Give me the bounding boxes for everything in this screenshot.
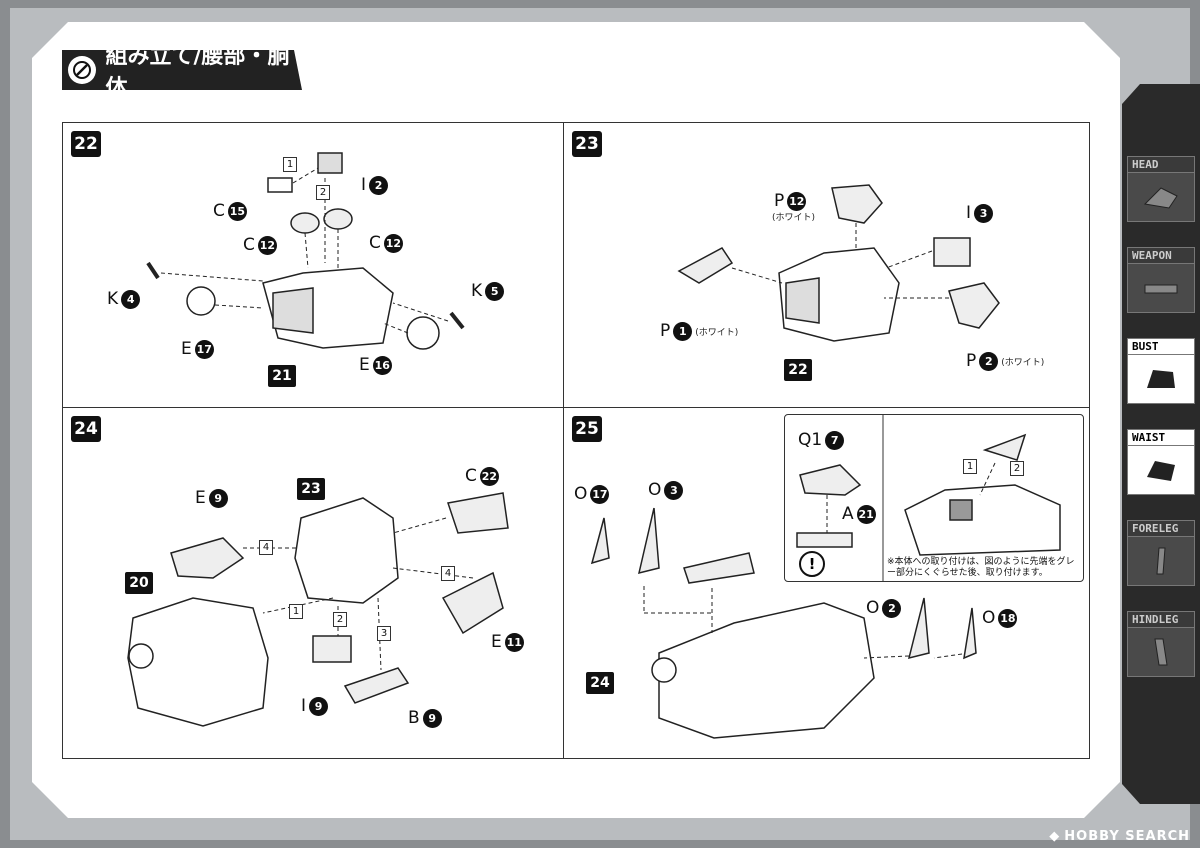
result-number: 24	[586, 672, 614, 694]
tab-label: FORELEG	[1127, 520, 1195, 537]
tab-bust[interactable]: BUST	[1127, 338, 1195, 404]
tab-label: BUST	[1127, 338, 1195, 355]
result-number: 22	[784, 359, 812, 381]
step-panel-25: 25	[563, 407, 1090, 759]
attachment-note: ※本体への取り付けは、図のように先端をグレー部分にくぐらせた後、取り付けます。	[887, 557, 1075, 578]
tab-label: WAIST	[1127, 429, 1195, 446]
footer-watermark: ◆ HOBBY SEARCH	[1049, 829, 1190, 844]
tab-waist[interactable]: WAIST	[1127, 429, 1195, 495]
tab-weapon[interactable]: WEAPON	[1127, 247, 1195, 313]
tab-foreleg[interactable]: FORELEG	[1127, 520, 1195, 586]
order-mark: 1	[289, 604, 303, 619]
order-mark: 1	[963, 459, 977, 474]
head-icon	[1127, 173, 1195, 222]
order-mark: 2	[316, 185, 330, 200]
step-number: 22	[71, 131, 101, 157]
tab-label: HINDLEG	[1127, 611, 1195, 628]
page-title-bar: 組み立て/腰部・胴体	[62, 50, 302, 90]
inset-diagram	[796, 415, 1061, 581]
step-22-diagram	[146, 152, 465, 350]
bust-icon	[1127, 355, 1195, 404]
step-25-diagram	[590, 507, 977, 739]
base-number: 23	[297, 478, 325, 500]
brand-text: HOBBY SEARCH	[1064, 829, 1190, 844]
warning-icon: !	[799, 551, 825, 577]
order-mark: 3	[377, 626, 391, 641]
step-number: 23	[572, 131, 602, 157]
detail-inset: 1 2 ! ※本体への取り付けは、図のように先端をグレー部分にくぐらせた後、取り…	[784, 414, 1084, 582]
hindleg-icon	[1127, 628, 1195, 677]
waist-icon	[1127, 446, 1195, 495]
order-mark: 4	[259, 540, 273, 555]
step-number: 24	[71, 416, 101, 442]
foreleg-icon	[1127, 537, 1195, 586]
order-mark: 2	[333, 612, 347, 627]
tab-head[interactable]: HEAD	[1127, 156, 1195, 222]
result-number: 20	[125, 572, 153, 594]
color-note: (ホワイト)	[772, 213, 816, 223]
weapon-icon	[1127, 264, 1195, 313]
tab-label: WEAPON	[1127, 247, 1195, 264]
result-number: 21	[268, 365, 296, 387]
step-number: 25	[572, 416, 602, 442]
order-mark: 1	[283, 157, 297, 172]
tab-hindleg[interactable]: HINDLEG	[1127, 611, 1195, 677]
tab-label: HEAD	[1127, 156, 1195, 173]
wrench-icon	[68, 56, 96, 84]
step-23-diagram	[677, 184, 1000, 342]
step-24-diagram	[127, 492, 509, 727]
page-title: 組み立て/腰部・胴体	[105, 44, 290, 101]
order-mark: 4	[441, 566, 455, 581]
order-mark: 2	[1010, 461, 1024, 476]
logo-icon: ◆	[1049, 829, 1061, 844]
